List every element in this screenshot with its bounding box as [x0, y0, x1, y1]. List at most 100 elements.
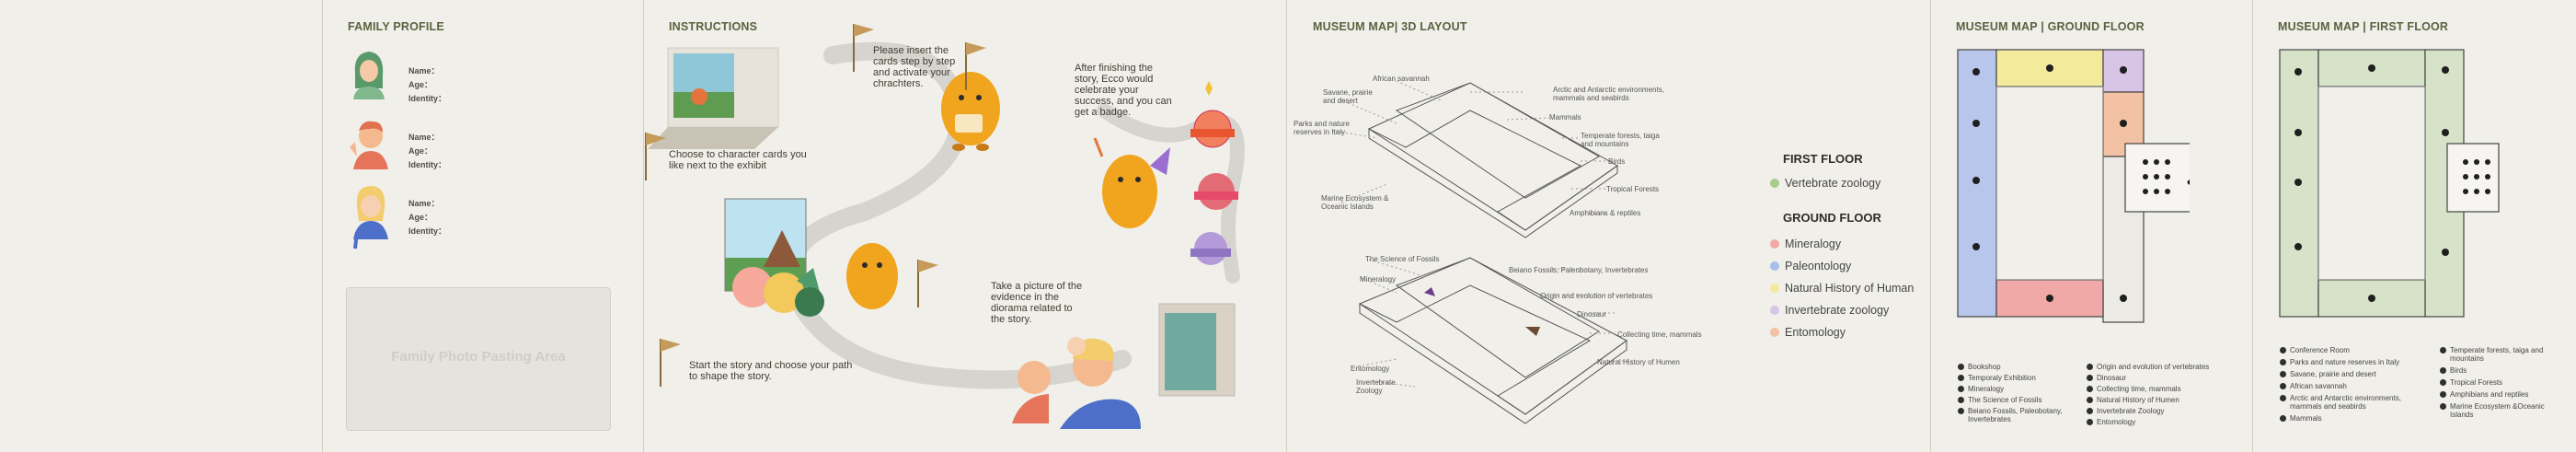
museum-3d-drawing — [1331, 80, 1632, 424]
map-label: Beiano Fossils, Paleobotany, Invertebrat… — [1509, 266, 1649, 274]
diorama-box — [648, 47, 779, 149]
divider — [643, 0, 644, 452]
ground-floor-title: MUSEUM MAP | GROUND FLOOR — [1956, 20, 2145, 33]
map-key-item: Beiano Fossils, Paleobotany, Invertebrat… — [1958, 407, 2068, 423]
map-label: Dinosaur — [1577, 310, 1607, 319]
age-label: Age： — [408, 80, 433, 89]
family-at-screen — [724, 198, 898, 317]
name-label: Name： — [408, 133, 440, 142]
girl-avatar — [353, 186, 388, 249]
first-floor-heading: FIRST FLOOR — [1783, 152, 1863, 166]
entomology-marker — [1424, 287, 1435, 296]
first-floor-outline — [1367, 82, 1618, 238]
map-key-item: The Science of Fossils — [1958, 396, 2068, 404]
map-key-item: Conference Room — [2280, 346, 2409, 354]
map-key-item: Invertebrate Zoology — [2087, 407, 2225, 415]
legend-label: Vertebrate zoology — [1785, 177, 1881, 190]
divider — [1286, 0, 1287, 452]
legend-item: Invertebrate zoology — [1770, 304, 1889, 317]
legend-label: Invertebrate zoology — [1785, 304, 1890, 317]
map-label: Invertebrate Zoology — [1356, 378, 1396, 395]
map-key-item: Temporaly Exhibition — [1958, 374, 2068, 382]
divider — [1930, 0, 1931, 452]
map-label: Marine Ecosystem & Oceanic Islands — [1321, 194, 1389, 211]
ground-floor-heading: GROUND FLOOR — [1783, 211, 1881, 225]
step-4-text: Start the story and choose your path to … — [689, 360, 853, 382]
map-label: Arctic and Antarctic environments, mamma… — [1553, 86, 1664, 102]
legend-swatch — [1770, 179, 1779, 188]
divider — [322, 0, 323, 452]
ground-key-right: Origin and evolution of vertebrates Dino… — [2087, 363, 2225, 429]
map-key-item: Arctic and Antarctic environments, mamma… — [2280, 394, 2409, 411]
identity-label: Identity： — [408, 160, 447, 169]
map-label: Temperate forests, taiga and mountains — [1581, 132, 1660, 148]
map-3d-title: MUSEUM MAP| 3D LAYOUT — [1313, 20, 1467, 33]
map-key-item: Origin and evolution of vertebrates — [2087, 363, 2225, 371]
map-label: Savane, prairie and desert — [1323, 88, 1373, 105]
map-key-item: Birds — [2440, 366, 2558, 375]
first-key-left: Conference Room Parks and nature reserve… — [2280, 346, 2409, 426]
leader-lines — [1331, 80, 1632, 388]
map-key-item: Tropical Forests — [2440, 378, 2558, 387]
legend-swatch — [1770, 306, 1779, 315]
identity-label: Identity： — [408, 94, 447, 103]
map-key-item: Mammals — [2280, 414, 2409, 423]
family-photo-area: Family Photo Pasting Area — [346, 287, 611, 431]
map-key-item: Bookshop — [1958, 363, 2068, 371]
map-label: Amphibians & reptiles — [1570, 209, 1641, 217]
step-2-text: Please insert the cards step by step and… — [873, 45, 956, 89]
legend-item: Mineralogy — [1770, 238, 1841, 250]
legend-item: Natural History of Human — [1770, 282, 1914, 295]
age-label: Age： — [408, 146, 433, 156]
legend-swatch — [1770, 261, 1779, 271]
family-photo-scene — [1012, 303, 1236, 429]
map-key-item: Collecting time, mammals — [2087, 385, 2225, 393]
step-1-text: Choose to character cards you like next … — [669, 149, 807, 171]
map-label: The Science of Fossils — [1365, 255, 1440, 263]
map-key-item: Temperate forests, taiga and mountains — [2440, 346, 2558, 363]
map-label: Tropical Forests — [1606, 185, 1660, 193]
step-5-text: Take a picture of the evidence in the di… — [991, 281, 1083, 325]
first-floor-title: MUSEUM MAP | FIRST FLOOR — [2278, 20, 2449, 33]
photo-area-label: Family Photo Pasting Area — [391, 349, 566, 365]
name-label: Name： — [408, 66, 440, 75]
map-label: Origin and evolution of vertebrates — [1540, 292, 1653, 300]
legend-label: Paleontology — [1785, 260, 1852, 272]
mother-avatar — [353, 52, 385, 99]
legend-swatch — [1770, 328, 1779, 337]
age-label: Age： — [408, 213, 433, 222]
legend-item: Vertebrate zoology — [1770, 177, 1880, 190]
map-key-item: Dinosaur — [2087, 374, 2225, 382]
badges — [1190, 81, 1238, 265]
map-label: Mammals — [1549, 113, 1581, 122]
dinosaur-marker — [1525, 327, 1540, 336]
instructions-illustration — [645, 24, 1245, 429]
ecco-mascot — [941, 72, 1000, 151]
map-label: Collecting time, mammals — [1617, 330, 1702, 339]
legend-swatch — [1770, 284, 1779, 293]
instructions-title: INSTRUCTIONS — [669, 20, 758, 33]
map-label: Entomology — [1351, 365, 1390, 373]
ground-floor-plan — [1957, 49, 2190, 323]
legend-label: Entomology — [1785, 326, 1846, 339]
map-key-item: Marine Ecosystem &Oceanic Islands — [2440, 402, 2558, 419]
map-key-item: Savane, prairie and desert — [2280, 370, 2409, 378]
map-label: African savannah — [1373, 75, 1430, 83]
boy-avatar — [350, 121, 388, 169]
map-key-item: Natural History of Humen — [2087, 396, 2225, 404]
map-key-item: Entomology — [2087, 418, 2225, 426]
map-key-item: Parks and nature reserves in Italy — [2280, 358, 2409, 366]
legend-item: Entomology — [1770, 326, 1846, 339]
step-3-text: After finishing the story, Ecco would ce… — [1075, 63, 1172, 118]
legend-item: Paleontology — [1770, 260, 1851, 272]
identity-label: Identity： — [408, 226, 447, 236]
legend-label: Natural History of Human — [1785, 282, 1915, 295]
entrance-arrow-icon — [2187, 180, 2190, 185]
legend-swatch — [1770, 239, 1779, 249]
step-flags — [645, 24, 986, 387]
map-label: Natural History of Humen — [1597, 358, 1680, 366]
map-key-item: Mineralogy — [1958, 385, 2068, 393]
first-key-right: Temperate forests, taiga and mountains B… — [2440, 346, 2558, 423]
divider — [2252, 0, 2253, 452]
